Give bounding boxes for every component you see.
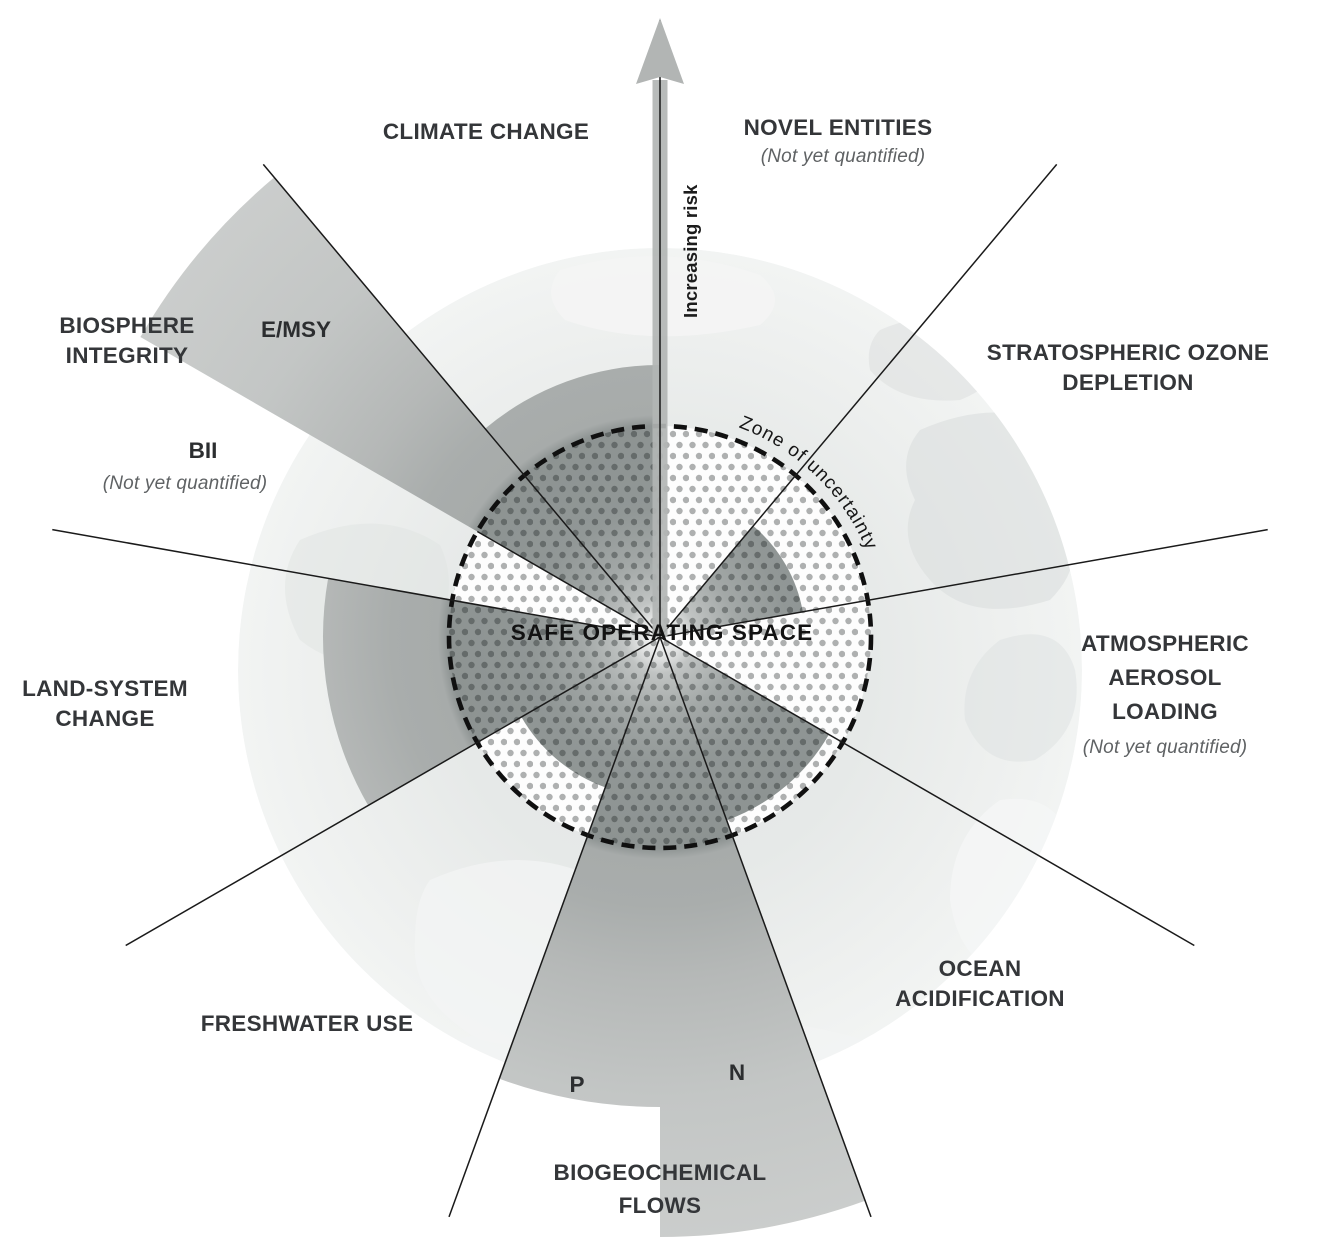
label-biosphere-integrity-line2: INTEGRITY (66, 343, 189, 368)
label-emsy: E/MSY (261, 317, 331, 342)
sector-line-300deg-inner (476, 530, 661, 638)
note-novel-entities: (Not yet quantified) (761, 146, 926, 167)
label-land-system-line2: CHANGE (55, 706, 154, 731)
label-bii: BII (189, 438, 218, 463)
sector-line-80deg (659, 528, 1268, 638)
label-stratospheric-ozone-line2: DEPLETION (1062, 370, 1193, 395)
safe-operating-space-label: SAFE OPERATING SPACE (511, 620, 813, 645)
label-ocean-acidification-line2: ACIDIFICATION (895, 986, 1065, 1011)
sector-line-160deg (659, 636, 872, 1218)
label-phosphorus: P (569, 1072, 584, 1097)
sector-line-240deg (125, 636, 661, 947)
sector-line-40deg (659, 163, 1058, 638)
increasing-risk-arrow (636, 18, 684, 637)
note-aerosol: (Not yet quantified) (1083, 737, 1248, 758)
label-freshwater-use: FRESHWATER USE (201, 1011, 414, 1036)
label-aerosol-line1: ATMOSPHERIC (1081, 631, 1249, 656)
label-ocean-acidification-line1: OCEAN (939, 956, 1022, 981)
label-biosphere-integrity-line1: BIOSPHERE (59, 313, 194, 338)
label-aerosol-line2: AEROSOL (1108, 665, 1221, 690)
sector-line-320deg (262, 163, 661, 638)
increasing-risk-label: Increasing risk (680, 184, 701, 318)
label-land-system-line1: LAND-SYSTEM (22, 676, 188, 701)
sector-line-120deg (659, 636, 1195, 947)
arrow-head-icon (636, 18, 684, 84)
label-climate-change: CLIMATE CHANGE (383, 119, 589, 144)
note-bii: (Not yet quantified) (103, 473, 268, 494)
label-stratospheric-ozone-line1: STRATOSPHERIC OZONE (987, 340, 1269, 365)
label-novel-entities: NOVEL ENTITIES (744, 115, 933, 140)
sector-line-280deg (52, 528, 661, 638)
sector-line-200deg (448, 636, 661, 1218)
landmass-shape (964, 634, 1077, 762)
label-biogeochemical-line1: BIOGEOCHEMICAL (554, 1160, 767, 1185)
sector-labels: CLIMATE CHANGE NOVEL ENTITIES (Not yet q… (22, 115, 1269, 1218)
label-aerosol-line3: LOADING (1112, 699, 1218, 724)
label-nitrogen: N (729, 1060, 745, 1085)
label-biogeochemical-line2: FLOWS (619, 1193, 702, 1218)
